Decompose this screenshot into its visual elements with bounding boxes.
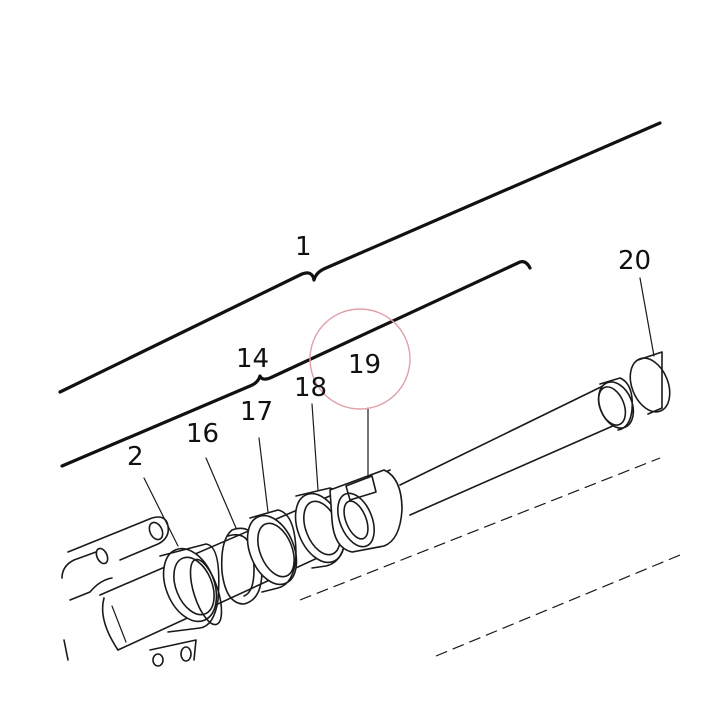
dashed-guide-lines	[299, 457, 681, 657]
shaft-end-collar	[597, 377, 635, 431]
callout-20: 20	[618, 246, 651, 276]
part-20-end-cap	[629, 351, 671, 415]
callout-19-highlight-circle	[309, 308, 411, 410]
part-19-sleeve	[329, 469, 403, 553]
callout-17: 17	[240, 397, 273, 427]
callout-1: 1	[295, 232, 312, 262]
part-17-seal-ring	[246, 509, 298, 593]
callout-2: 2	[127, 442, 144, 472]
assembly-bracket-14	[60, 260, 532, 468]
part-2-bearing	[159, 543, 223, 633]
callout-14: 14	[236, 344, 269, 374]
callout-19: 19	[348, 350, 381, 380]
housing-bracket	[61, 516, 197, 667]
assembly-bracket-1	[58, 121, 662, 394]
leader-lines	[143, 277, 655, 547]
callout-18: 18	[294, 373, 327, 403]
callout-16: 16	[186, 419, 219, 449]
